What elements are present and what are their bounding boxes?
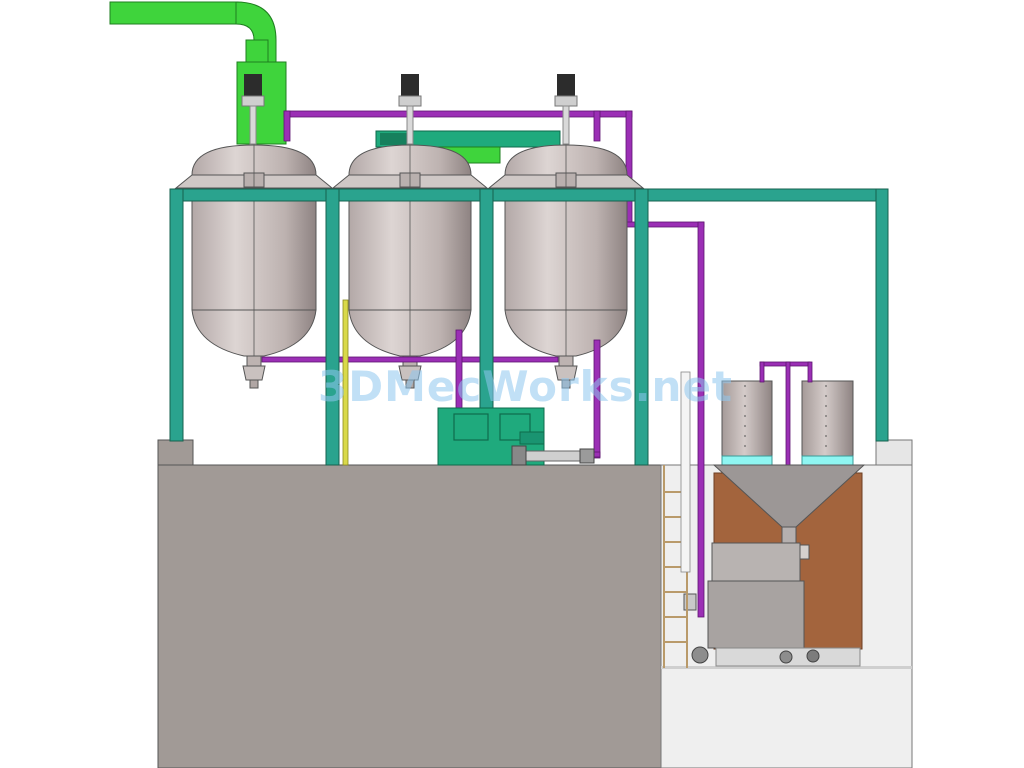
support-frame bbox=[169, 188, 889, 466]
filter-press-lower bbox=[707, 580, 805, 649]
reactor-tank-2 bbox=[331, 144, 489, 389]
yellow-pipe bbox=[342, 299, 349, 466]
purple-header-pipe bbox=[283, 110, 705, 618]
pit-contents bbox=[683, 464, 866, 667]
pump-icon bbox=[691, 646, 709, 664]
foundation-step-left bbox=[157, 439, 194, 466]
motor-3 bbox=[554, 74, 578, 145]
motor-icon bbox=[557, 74, 575, 98]
storage-tank-left bbox=[721, 380, 773, 466]
pit-rim-right bbox=[875, 439, 913, 466]
motor-icon bbox=[401, 74, 419, 98]
valve-icon bbox=[806, 649, 820, 663]
motor-1 bbox=[241, 74, 265, 145]
vertical-rail bbox=[680, 371, 691, 573]
foundation-block bbox=[157, 464, 662, 768]
reactor-tank-3 bbox=[487, 144, 645, 389]
storage-tank-right bbox=[801, 380, 854, 466]
motor-icon bbox=[244, 74, 262, 98]
storage-connector-pipes bbox=[759, 361, 813, 466]
screw-pump bbox=[511, 445, 595, 466]
pump-icon bbox=[511, 445, 527, 466]
motor-2 bbox=[398, 74, 422, 145]
reactor-tank-1 bbox=[174, 144, 334, 389]
filter-press-upper bbox=[711, 542, 801, 582]
watermark: 3DMecWorks.net bbox=[318, 362, 733, 411]
pit-floor bbox=[661, 666, 912, 669]
green-machine bbox=[437, 407, 545, 466]
valve-icon bbox=[779, 650, 793, 664]
exhaust-duct bbox=[109, 1, 287, 145]
